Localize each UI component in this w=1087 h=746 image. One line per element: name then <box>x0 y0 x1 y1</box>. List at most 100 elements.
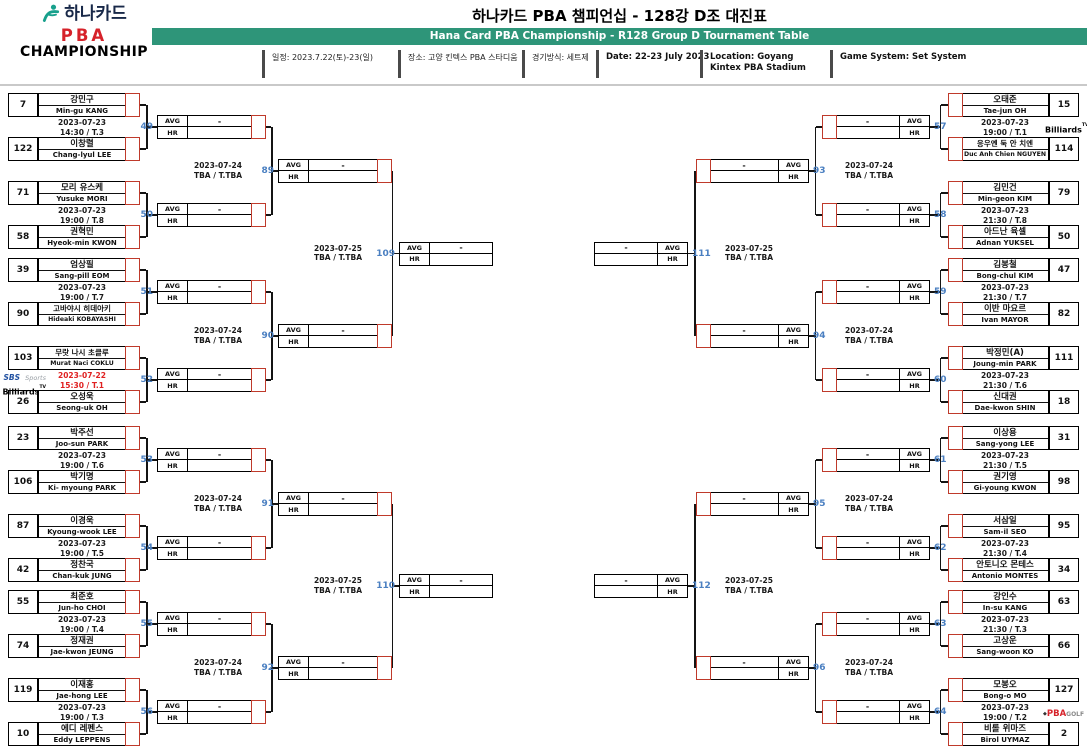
avg-value: - <box>836 281 899 292</box>
avg-label: AVG <box>158 613 188 624</box>
avg-value: - <box>595 575 657 586</box>
bracket-line <box>146 690 148 734</box>
player-name-en: Bong-o MO <box>983 691 1027 700</box>
bracket-line <box>694 171 696 336</box>
bracket-line <box>265 711 271 713</box>
bracket-line <box>809 335 815 337</box>
bracket-line <box>809 667 815 669</box>
bracket-line <box>939 105 941 149</box>
bracket-line <box>816 379 822 381</box>
bracket-line <box>814 460 816 548</box>
advance-marker <box>947 390 963 414</box>
bracket-line <box>814 624 816 712</box>
player-name-kr: 오태준 <box>962 94 1048 106</box>
match-date: 2023-07-24 <box>845 326 893 335</box>
advance-marker <box>695 492 711 516</box>
hr-value <box>710 171 778 182</box>
advance-marker <box>124 302 140 326</box>
advance-marker <box>947 225 963 249</box>
bracket-line <box>939 193 941 237</box>
player-seed: 26 <box>8 390 38 414</box>
player-name-en: Sang-pill EOM <box>54 271 110 280</box>
avg-label: AVG <box>158 204 188 215</box>
bracket-line <box>809 503 815 505</box>
match-date: 2023-07-23 <box>981 451 1029 460</box>
avg-label: AVG <box>657 242 687 254</box>
match-date: 2023-07-23 <box>981 371 1029 380</box>
match-time: 21:30 / T.8 <box>983 215 1027 225</box>
avg-label: AVG <box>158 281 188 292</box>
pba-golf-icon: ◆ <box>1043 711 1047 717</box>
player-name-en: Hideaki KOBAYASHI <box>48 316 116 324</box>
match-number: 53 <box>140 455 153 465</box>
bracket-line <box>139 525 146 527</box>
avg-value: - <box>188 449 251 460</box>
bracket-line <box>941 192 948 194</box>
bracket-line <box>147 623 157 625</box>
bracket-line <box>391 504 393 668</box>
info-cell: Date: 22-23 July 2023 <box>596 50 709 78</box>
match-number: 63 <box>934 619 947 629</box>
match-time: TBA / T.TBA <box>193 667 243 677</box>
bracket-line <box>147 291 157 293</box>
player-seed: 2 <box>1049 722 1079 746</box>
advance-marker <box>947 137 963 161</box>
hr-value <box>430 254 492 265</box>
player-name-kr: 아드난 육셀 <box>962 226 1048 238</box>
player-name-en: Chang-lyul LEE <box>52 150 112 159</box>
advance-marker <box>947 93 963 117</box>
bracket-line <box>147 711 157 713</box>
match-number: 58 <box>934 210 947 220</box>
player-name-kr: 정찬국 <box>39 559 125 571</box>
match-number: 51 <box>140 287 153 297</box>
bracket-line <box>809 170 815 172</box>
advance-marker <box>821 115 837 139</box>
bracket-line <box>146 438 148 482</box>
player-name-kr: 안토니오 몬테스 <box>962 559 1048 571</box>
advance-marker <box>947 258 963 282</box>
hr-label: HR <box>158 548 188 559</box>
bracket-line <box>147 126 157 128</box>
player-seed: 111 <box>1049 346 1079 370</box>
hr-value <box>836 292 899 303</box>
bracket-line <box>941 148 948 150</box>
match-number: 92 <box>261 663 274 673</box>
bracket-line <box>930 379 940 381</box>
hr-value <box>188 127 251 138</box>
match-time: TBA / T.TBA <box>193 170 243 180</box>
info-cell: Location: Goyang Kintex PBA Stadium <box>700 50 822 78</box>
player-seed: 127 <box>1049 678 1079 702</box>
match-date: 2023-07-23 <box>58 206 106 215</box>
bracket-line <box>939 602 941 646</box>
match-stats-box: AVG-HR <box>157 536 252 560</box>
advance-marker <box>124 678 140 702</box>
match-time: TBA / T.TBA <box>724 253 774 262</box>
match-date: 2023-07-25 <box>314 243 362 253</box>
match-number: 111 <box>692 248 711 259</box>
avg-value: - <box>430 575 492 586</box>
match-time: TBA / T.TBA <box>193 335 243 345</box>
bracket-line <box>146 358 148 402</box>
bracket-line <box>139 569 146 571</box>
player-name-en: In-su KANG <box>982 603 1028 612</box>
player-seed: 55 <box>8 590 38 614</box>
match-number: 94 <box>813 331 826 341</box>
match-date: 2023-07-24 <box>845 658 893 667</box>
pba-golf-logo: ◆PBAGOLF <box>1043 706 1085 719</box>
player-name-kr: 이재홍 <box>39 679 125 691</box>
match-time: 19:00 / T.6 <box>60 460 104 470</box>
match-time: 21:30 / T.7 <box>983 292 1027 302</box>
player-name-en: Antonio MONTES <box>971 571 1039 580</box>
pba-text: PBA <box>1046 709 1067 719</box>
match-stats-box: AVG-HR <box>278 492 378 516</box>
